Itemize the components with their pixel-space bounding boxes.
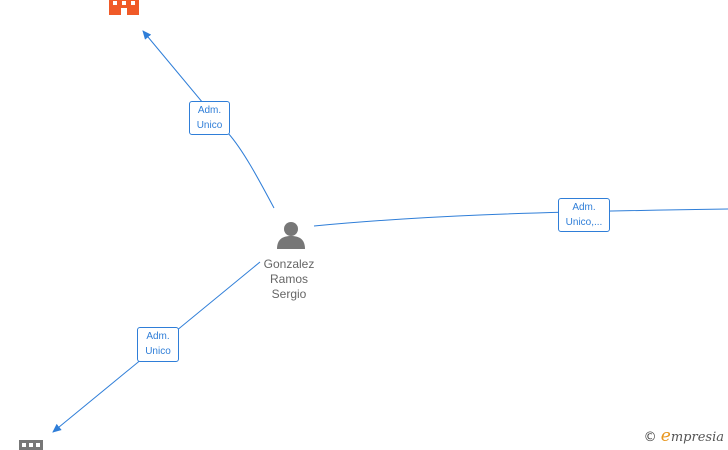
- person-name[interactable]: Gonzalez Ramos Sergio: [249, 257, 329, 302]
- edge-label-line: Unico: [196, 120, 223, 131]
- brand-name: mpresia: [670, 430, 724, 445]
- edge-label-line: Unico: [145, 346, 171, 357]
- copyright-symbol: ©: [643, 430, 657, 445]
- person-name-line: Gonzalez: [263, 257, 315, 271]
- building-icon[interactable]: [19, 440, 43, 450]
- edge-to-right-company[interactable]: [313, 208, 728, 227]
- edge-label-bottom-left[interactable]: Adm. Unico: [137, 327, 179, 362]
- person-icon[interactable]: [277, 222, 305, 249]
- edge-label-line: Adm.: [197, 105, 222, 116]
- person-name-line: Ramos: [269, 272, 308, 286]
- edge-label-right[interactable]: Adm. Unico,...: [558, 198, 610, 232]
- person-name-line: Sergio: [271, 287, 307, 301]
- building-icon[interactable]: [109, 0, 139, 15]
- edge-label-top[interactable]: Adm. Unico: [189, 101, 230, 135]
- watermark: © empresia: [644, 426, 724, 446]
- edge-label-line: Adm.: [572, 202, 596, 213]
- edge-label-line: Adm.: [146, 331, 170, 342]
- brand-initial: e: [660, 426, 671, 446]
- edge-label-line: Unico,...: [565, 217, 603, 228]
